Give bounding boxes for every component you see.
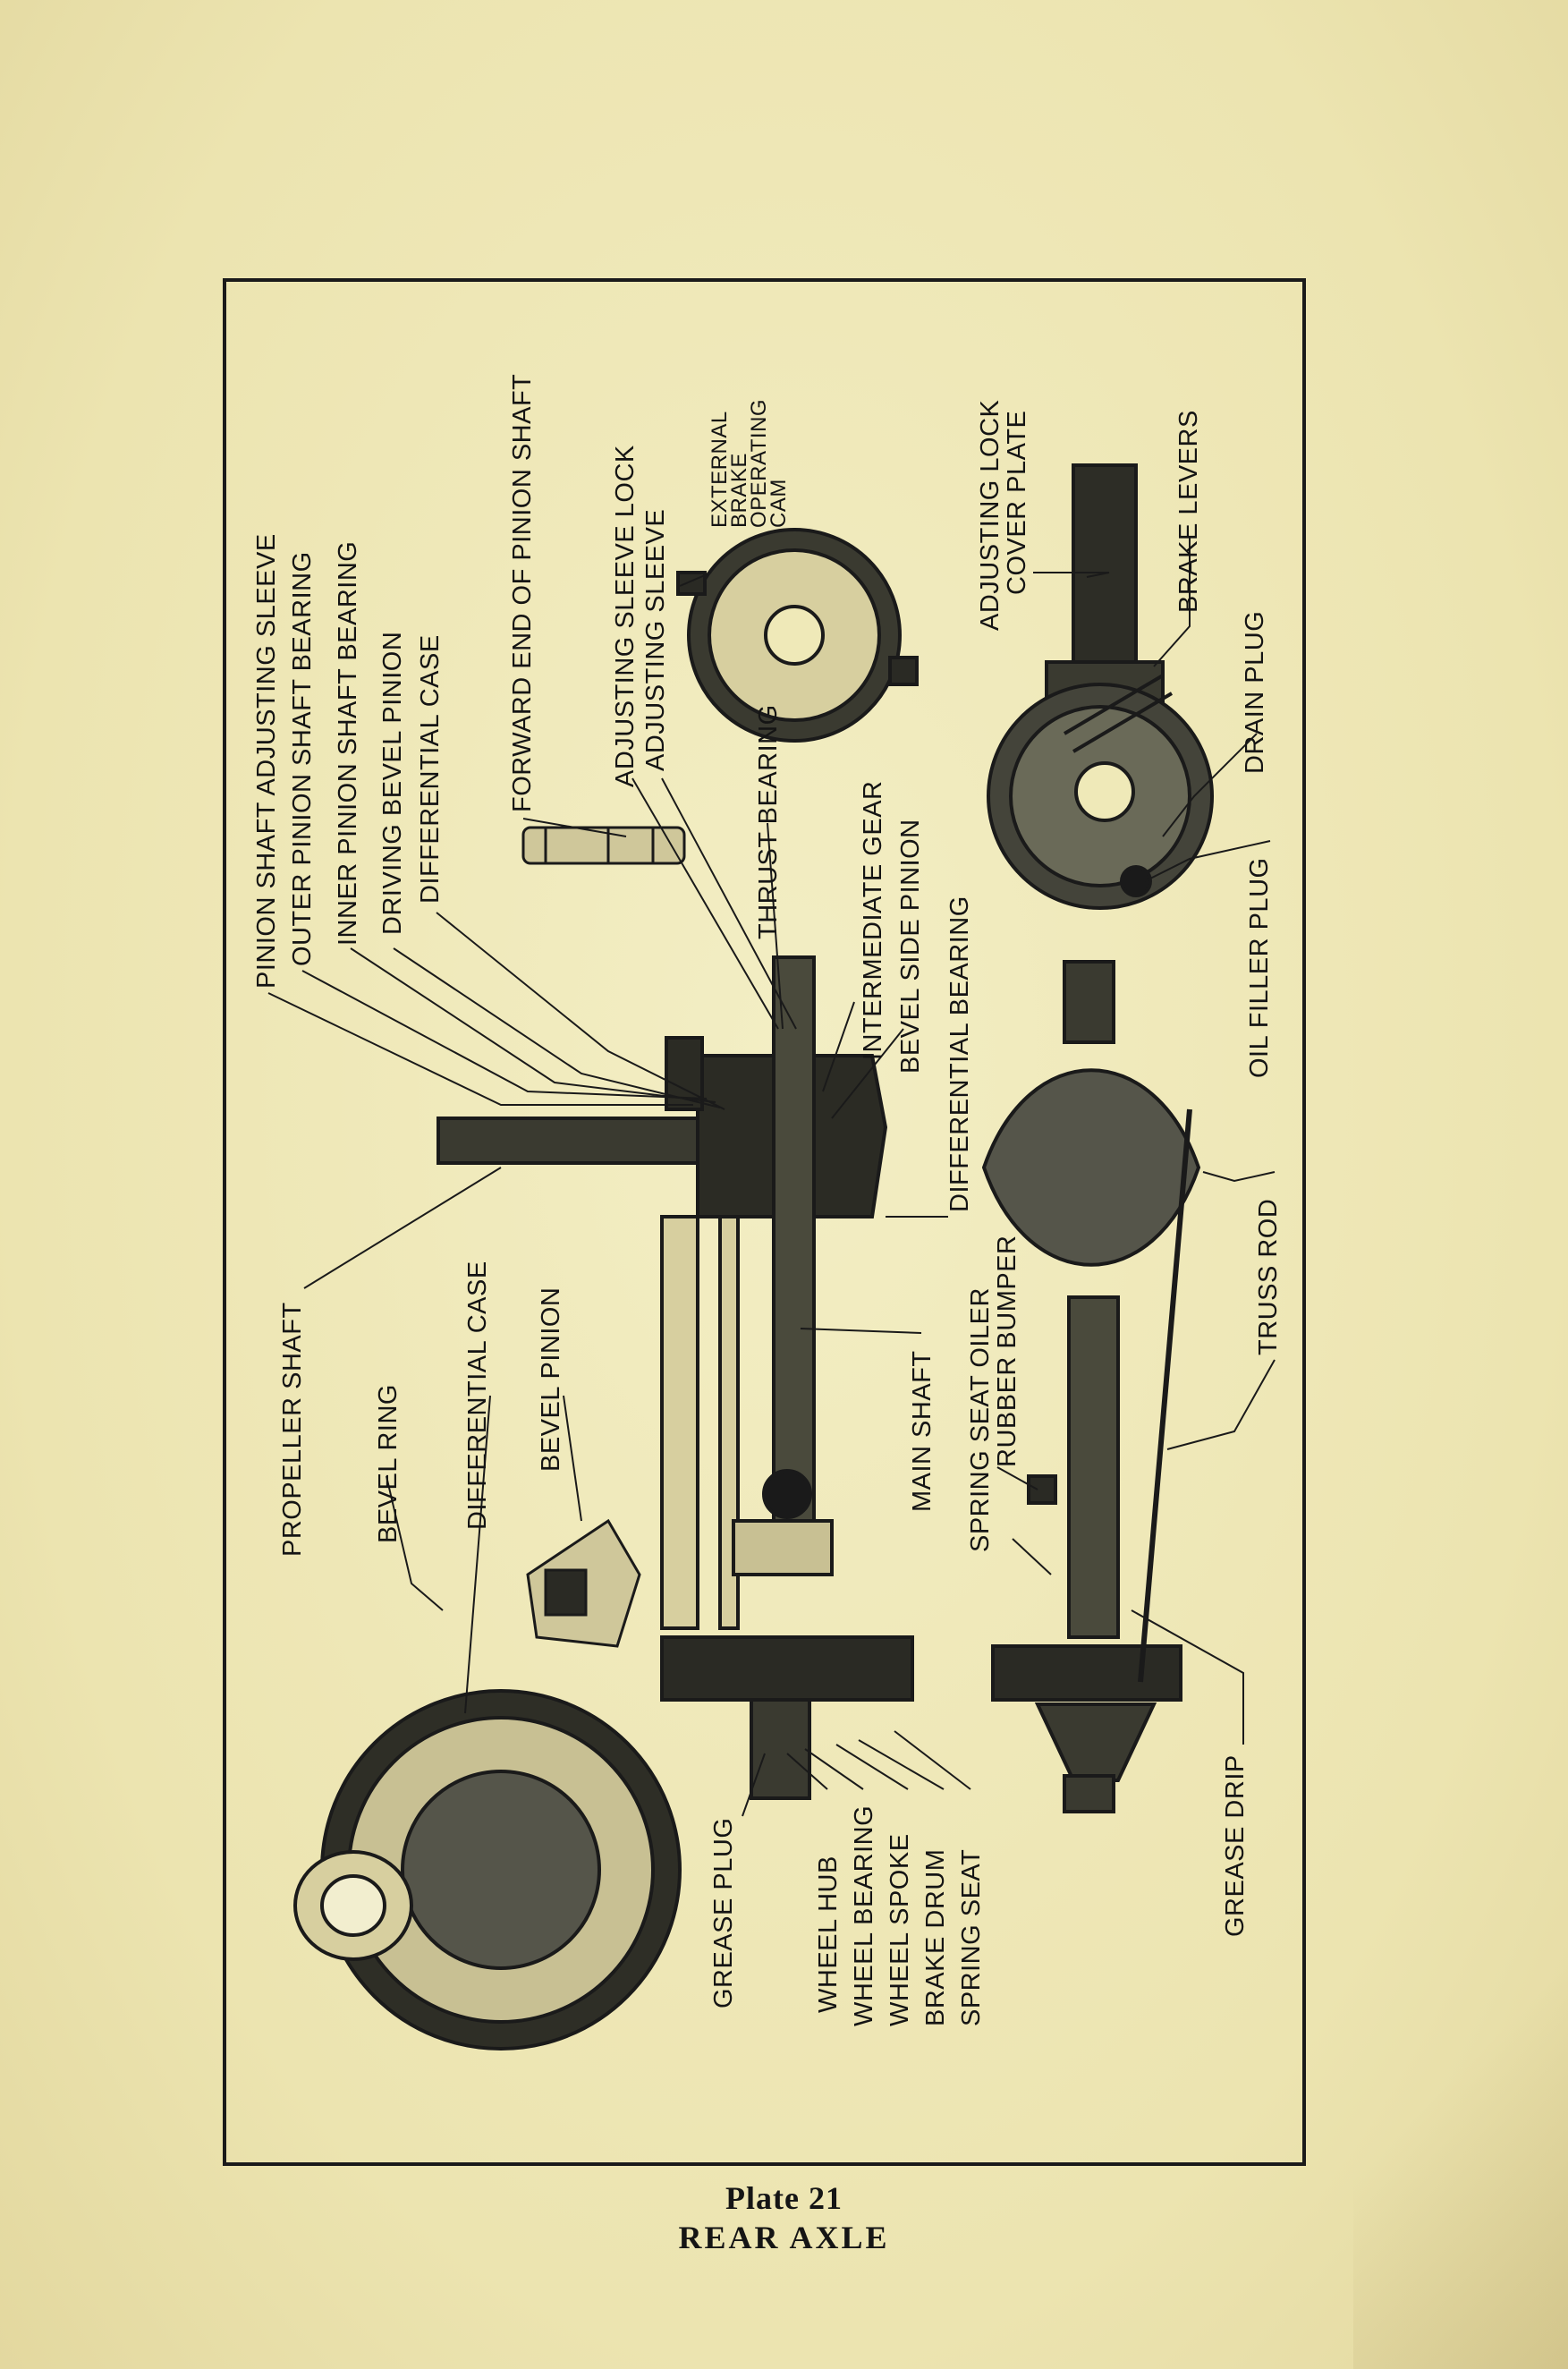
label-grease-drip: GREASE DRIP <box>1221 1754 1250 1937</box>
label-spring-seat-oiler: SPRING SEAT OILER <box>966 1287 995 1552</box>
label-wheel-spoke: WHEEL SPOKE <box>886 1833 914 2026</box>
label-adjusting-sleeve: ADJUSTING SLEEVE <box>641 509 670 771</box>
label-differential-bearing: DIFFERENTIAL BEARING <box>945 896 974 1212</box>
label-driving-bevel-pinion: DRIVING BEVEL PINION <box>378 632 407 935</box>
label-inner-pinion-shaft-bearing: INNER PINION SHAFT BEARING <box>334 541 362 946</box>
label-bevel-side-pinion: BEVEL SIDE PINION <box>896 819 925 1074</box>
label-pinion-shaft-adjusting-sleeve: PINION SHAFT ADJUSTING SLEEVE <box>252 533 281 989</box>
axle-housing-exterior-drawing <box>981 960 1201 1813</box>
brake-backing-plate-drawing <box>676 528 919 743</box>
plate-number: Plate 21 <box>725 2180 843 2216</box>
label-drain-plug: DRAIN PLUG <box>1241 611 1269 774</box>
label-main-shaft: MAIN SHAFT <box>908 1350 937 1512</box>
label-brake-levers: BRAKE LEVERS <box>1174 410 1203 613</box>
plate-frame <box>223 278 1306 2166</box>
label-intermediate-gear: INTERMEDIATE GEAR <box>859 781 887 1061</box>
label-thrust-bearing: THRUST BEARING <box>754 704 783 939</box>
forward-end-pinion-shaft-drawing <box>521 826 686 865</box>
label-grease-plug: GREASE PLUG <box>709 1818 738 2008</box>
label-bevel-ring: BEVEL RING <box>374 1384 403 1543</box>
bevel-pinion-drawing <box>526 1518 641 1648</box>
label-truss-rod: TRUSS ROD <box>1254 1199 1283 1355</box>
label-external-brake-4: CAM <box>767 479 791 528</box>
label-spring-seat: SPRING SEAT <box>957 1849 986 2026</box>
leader-lines <box>267 537 1276 1817</box>
labels: PINION SHAFT ADJUSTING SLEEVE OUTER PINI… <box>252 374 1283 2026</box>
label-brake-drum: BRAKE DRUM <box>921 1849 950 2026</box>
label-outer-pinion-shaft-bearing: OUTER PINION SHAFT BEARING <box>288 551 317 966</box>
label-propeller-shaft: PROPELLER SHAFT <box>278 1302 307 1557</box>
label-oil-filler-plug: OIL FILLER PLUG <box>1245 857 1274 1078</box>
label-adjusting-sleeve-lock: ADJUSTING SLEEVE LOCK <box>611 445 640 787</box>
paper-edge-wear <box>1353 1904 1568 2369</box>
differential-ring-gear-drawing <box>293 1689 682 2051</box>
label-bevel-pinion: BEVEL PINION <box>537 1287 565 1472</box>
plate-title: REAR AXLE <box>678 2220 890 2255</box>
label-wheel-bearing: WHEEL BEARING <box>850 1805 878 2026</box>
axle-cross-section-drawing <box>436 955 914 1800</box>
label-adjusting-lock: ADJUSTING LOCK <box>976 399 1004 631</box>
label-external-brake-1: EXTERNAL <box>708 411 732 528</box>
label-differential-case-lower: DIFFERENTIAL CASE <box>463 1261 492 1530</box>
label-external-brake-2: BRAKE <box>727 453 751 528</box>
label-external-brake-3: OPERATING <box>747 399 771 528</box>
label-wheel-hub: WHEEL HUB <box>814 1855 843 2013</box>
label-differential-case-top: DIFFERENTIAL CASE <box>416 634 445 904</box>
housing-cover-drawing <box>987 463 1214 910</box>
label-cover-plate: COVER PLATE <box>1003 411 1031 595</box>
label-rubber-bumper: RUBBER BUMPER <box>993 1235 1021 1468</box>
label-forward-end-of-pinion-shaft: FORWARD END OF PINION SHAFT <box>508 374 537 812</box>
